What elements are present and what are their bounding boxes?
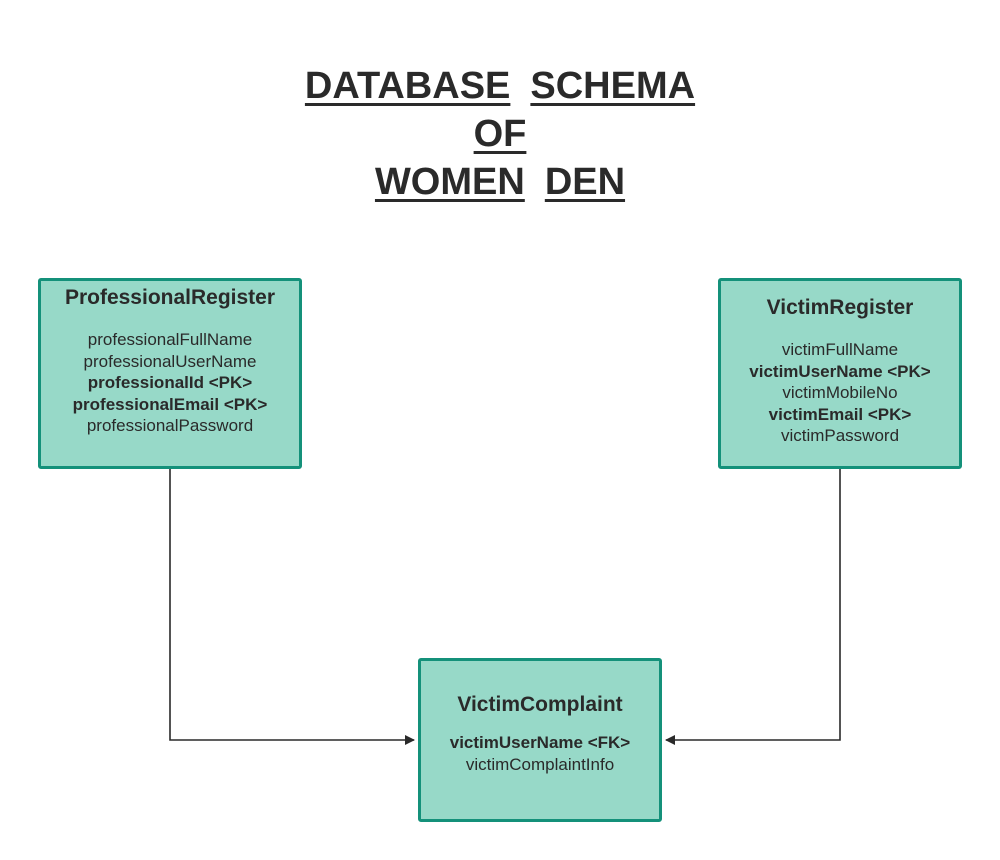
entity-fields: professionalFullName professionalUserNam… [41,329,299,437]
entity-field: victimPassword [780,426,900,445]
diagram-title: DATABASE SCHEMA OF WOMEN DEN [0,62,1000,206]
entity-field-foreign-key: victimUserName <FK> [449,733,631,752]
entity-field: victimComplaintInfo [465,754,615,774]
title-word: DATABASE [304,65,511,107]
title-word: DEN [544,161,626,203]
title-word: WOMEN [374,161,525,203]
entity-victim-register[interactable]: VictimRegister victimFullName victimUser… [718,278,962,469]
entity-professional-register[interactable]: ProfessionalRegister professionalFullNam… [38,278,302,469]
title-word: OF [473,113,527,155]
entity-field: victimFullName [781,340,899,359]
entity-field-primary-key: victimUserName <PK> [749,361,931,381]
title-line: DATABASE SCHEMA [0,62,1000,110]
title-word: SCHEMA [530,65,696,107]
entity-fields: victimFullName victimUserName <PK> victi… [721,339,959,447]
entity-name: VictimRegister [766,296,914,319]
entity-field-primary-key: professionalEmail <PK> [72,394,268,414]
entity-fields: victimUserName <FK> victimComplaintInfo [421,732,659,775]
entity-field: professionalFullName [87,330,253,349]
title-line: OF [0,110,1000,158]
entity-name: VictimComplaint [457,693,623,716]
entity-field-primary-key: victimEmail <PK> [768,404,912,424]
relationship-connector-professional-to-complaint [169,469,415,745]
entity-name: ProfessionalRegister [64,286,276,309]
entity-field: professionalUserName [83,351,257,371]
entity-victim-complaint[interactable]: VictimComplaint victimUserName <FK> vict… [418,658,662,822]
relationship-connector-victim-to-complaint [665,469,841,745]
entity-field-primary-key: professionalId <PK> [87,373,253,392]
entity-field: victimMobileNo [782,383,898,402]
title-line: WOMEN DEN [0,158,1000,206]
entity-field: professionalPassword [86,416,254,435]
